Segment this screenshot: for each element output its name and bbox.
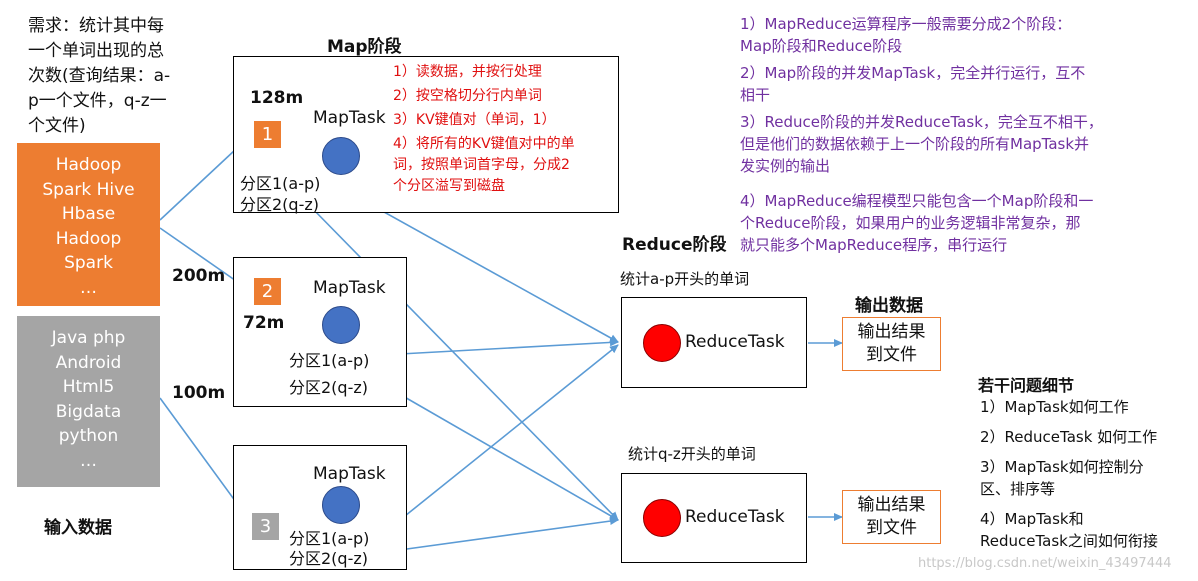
input-line: … (80, 450, 97, 471)
partition-2-map1: 分区2(q-z) (240, 195, 319, 214)
maptask-circle-2 (322, 306, 360, 344)
question-line: 2）ReduceTask 如何工作 (980, 428, 1158, 446)
map-step: 4）将所有的KV键值对中的单 (393, 136, 575, 152)
requirement-line: 个文件) (28, 116, 86, 136)
note-line: 相干 (740, 86, 771, 104)
input-line: Java php (51, 328, 126, 348)
reduce-box-2 (621, 473, 807, 563)
output-line: 输出结果 (857, 322, 926, 342)
split-badge-1: 1 (254, 121, 281, 148)
question-line: 区、排序等 (980, 480, 1056, 498)
split-size-200m: 200m (172, 266, 226, 286)
partition-1-map3: 分区1(a-p) (289, 529, 370, 548)
arrow-mt3-p2-reduce2 (384, 517, 619, 553)
maptask-circle-1 (322, 137, 360, 175)
arrow-mt2-p1-reduce1 (381, 338, 619, 356)
split-badge-3: 3 (252, 513, 279, 540)
maptask-label-3: MapTask (313, 464, 386, 484)
partition-2-map3: 分区2(q-z) (289, 549, 368, 568)
reduce-label-qz: 统计q-z开头的单词 (628, 445, 756, 463)
input-file-2: Java php Android Html5 Bigdata python … (17, 316, 160, 487)
requirement-text: 需求：统计其中每 一个单词出现的总 次数(查询结果：a- p一个文件，q-z一 … (28, 14, 208, 139)
maptask-label-2: MapTask (313, 278, 386, 298)
partition-1-map2: 分区1(a-p) (289, 351, 370, 370)
partition-1-map1: 分区1(a-p) (240, 174, 321, 193)
note-line: Map阶段和Reduce阶段 (740, 37, 903, 55)
requirement-line: p一个文件，q-z一 (28, 91, 167, 111)
map-step: 个分区溢写到磁盘 (393, 178, 505, 194)
note-line: 4）MapReduce编程模型只能包含一个Map阶段和一 (740, 192, 1094, 210)
output-box-1: 输出结果 到文件 (842, 317, 941, 371)
input-label: 输入数据 (44, 518, 112, 538)
arrow-mt2-p2-reduce2 (381, 383, 619, 521)
output-line: 到文件 (866, 518, 917, 538)
output-box-2: 输出结果 到文件 (842, 490, 941, 544)
note-line: 但是他们的数据依赖于上一个阶段的所有MapTask并 (740, 135, 1090, 153)
output-line: 到文件 (866, 345, 917, 365)
input-file-1: Hadoop Spark Hive Hbase Hadoop Spark … (17, 143, 160, 306)
note-line: 发实例的输出 (740, 157, 831, 175)
split-size-72m: 72m (243, 313, 285, 333)
map-step: 词，按照单词首字母，分成2 (393, 157, 570, 173)
arrow-mt3-p1-reduce1 (384, 344, 619, 533)
maptask-circle-3 (322, 486, 360, 524)
split-size-128m: 128m (250, 88, 304, 108)
map-step: 2）按空格切分行内单词 (393, 88, 542, 104)
partition-2-map2: 分区2(q-z) (289, 378, 368, 397)
requirement-line: 次数(查询结果：a- (28, 66, 171, 86)
input-line: Hbase (61, 204, 116, 224)
note-line: 3）Reduce阶段的并发ReduceTask，完全互不相干， (740, 113, 1103, 131)
input-line: … (80, 277, 97, 298)
question-line: 1）MapTask如何工作 (980, 398, 1129, 416)
map-step: 3）KV键值对（单词，1） (393, 112, 556, 128)
input-line: Spark Hive (42, 179, 135, 200)
note-line: 个Reduce阶段，如果用户的业务逻辑非常复杂，那 (740, 214, 1081, 232)
reducetask-circle-1 (643, 324, 681, 362)
reducetask-label-1: ReduceTask (685, 332, 785, 352)
input-line: Bigdata (55, 401, 122, 422)
map-box-3 (233, 445, 407, 570)
split-badge-2: 2 (254, 278, 281, 305)
split-size-100m: 100m (172, 383, 226, 403)
reducetask-label-2: ReduceTask (685, 507, 785, 527)
maptask-label-1: MapTask (313, 108, 386, 128)
question-line: 3）MapTask如何控制分 (980, 458, 1144, 476)
input-line: Html5 (62, 377, 115, 397)
requirement-line: 一个单词出现的总 (28, 41, 164, 61)
question-line: ReduceTask之间如何衔接 (980, 532, 1158, 550)
questions-title: 若干问题细节 (978, 376, 1075, 395)
input-line: Hadoop (55, 155, 122, 175)
input-line: Spark (64, 253, 113, 273)
requirement-line: 需求：统计其中每 (28, 16, 164, 36)
reducetask-circle-2 (643, 499, 681, 537)
reduce-stage-title: Reduce阶段 (622, 235, 727, 255)
question-line: 4）MapTask和 (980, 510, 1084, 528)
output-title: 输出数据 (855, 296, 923, 316)
watermark-text: https://blog.csdn.net/weixin_43497444 (918, 556, 1172, 571)
reduce-label-ap: 统计a-p开头的单词 (620, 270, 750, 288)
output-line: 输出结果 (857, 495, 926, 515)
input-line: python (58, 426, 119, 446)
map-box-2 (233, 257, 407, 407)
input-line: Hadoop (55, 228, 122, 249)
input-line: Android (55, 352, 122, 373)
map-steps: 1）读数据，并按行处理 2）按空格切分行内单词 3）KV键值对（单词，1） 4）… (393, 62, 617, 197)
map-box-1 (233, 56, 619, 213)
map-stage-title: Map阶段 (327, 37, 402, 57)
questions-list: 1）MapTask如何工作 2）ReduceTask 如何工作 3）MapTas… (980, 396, 1190, 552)
note-line: 就只能多个MapReduce程序，串行运行 (740, 236, 1008, 254)
note-line: 2）Map阶段的并发MapTask，完全并行运行，互不 (740, 64, 1086, 82)
notes: 1）MapReduce运算程序一般需要分成2个阶段： Map阶段和Reduce阶… (740, 13, 1160, 256)
note-line: 1）MapReduce运算程序一般需要分成2个阶段： (740, 15, 1072, 33)
map-step: 1）读数据，并按行处理 (393, 64, 542, 80)
